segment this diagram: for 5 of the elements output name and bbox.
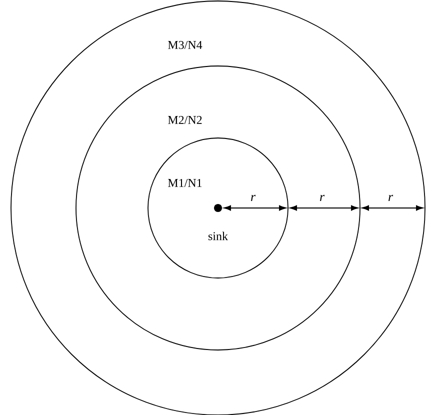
- dimension-label: r: [388, 194, 394, 202]
- dimension-label: r: [320, 194, 325, 202]
- node-label: sink: [208, 232, 228, 240]
- sink-point: sink: [208, 204, 228, 240]
- dimension-label: r: [251, 194, 256, 202]
